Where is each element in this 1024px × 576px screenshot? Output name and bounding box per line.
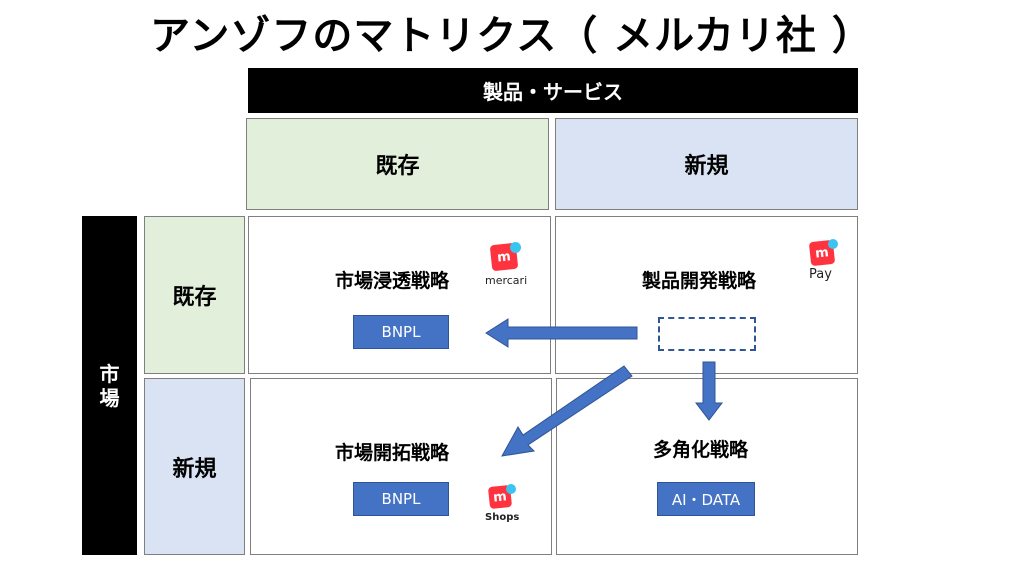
shops-logo-text: Shops xyxy=(485,512,520,523)
product-development-label: 製品開発戦略 xyxy=(642,270,757,292)
pay-logo-dot xyxy=(828,239,838,249)
pay-logo-text: Pay xyxy=(809,267,832,282)
market-header-char-2: 場 xyxy=(99,385,120,410)
arrow-to-market-development xyxy=(501,365,633,457)
column-header-new: 新規 xyxy=(555,118,858,210)
arrow-to-diversification xyxy=(694,361,724,421)
mercari-logo-text: mercari xyxy=(485,274,528,287)
product-development-placeholder-box xyxy=(658,317,756,351)
arrow-to-market-penetration xyxy=(485,318,638,348)
diversification-ai-data-tag: AI・DATA xyxy=(657,482,755,516)
column-header-existing: 既存 xyxy=(246,118,549,210)
mercari-logo: m mercari xyxy=(485,242,535,290)
diversification-label: 多角化戦略 xyxy=(653,439,749,461)
market-development-bnpl-tag: BNPL xyxy=(353,482,449,516)
market-header-char-1: 市 xyxy=(99,361,120,386)
market-penetration-bnpl-tag: BNPL xyxy=(353,315,449,349)
row-header-existing: 既存 xyxy=(144,216,245,374)
mercari-pay-logo: m Pay xyxy=(806,238,846,286)
quadrant-market-development xyxy=(250,378,552,555)
row-header-new: 新規 xyxy=(144,378,245,555)
market-development-label: 市場開拓戦略 xyxy=(335,442,450,464)
market-penetration-label: 市場浸透戦略 xyxy=(335,270,450,292)
product-service-header: 製品・サービス xyxy=(248,68,858,113)
mercari-shops-logo: m Shops xyxy=(484,483,524,527)
shops-logo-dot xyxy=(506,484,516,494)
page-title: アンゾフのマトリクス（ メルカリ社 ） xyxy=(150,13,873,59)
mercari-logo-dot xyxy=(510,242,521,253)
market-header: 市 場 xyxy=(82,216,137,555)
